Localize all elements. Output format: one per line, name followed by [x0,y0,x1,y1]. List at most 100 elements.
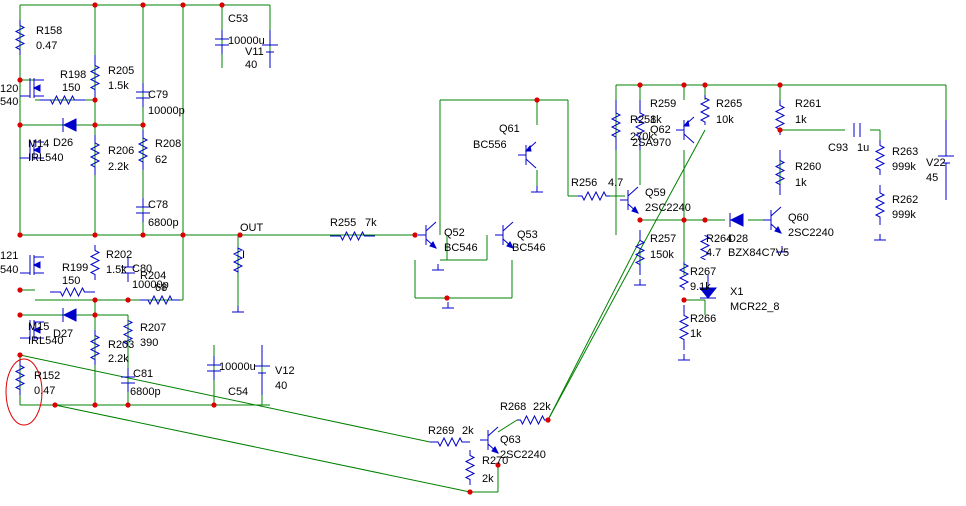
label-d28-value: BZX84C7V5 [728,247,789,259]
label-v22-value: 45 [926,172,938,184]
junction-20 [92,312,98,318]
label-r263-designator: R263 [892,146,918,158]
Q61-symbol [518,141,537,169]
label-r269-designator: R269 [428,425,454,437]
Q52-symbol [418,221,437,249]
label-c53-designator: C53 [228,13,248,25]
ground-symbol [634,279,646,286]
ground-symbol [874,234,886,241]
R265-symbol [699,95,711,125]
label-r258-value: 270k [630,131,654,143]
label-r263-value: 999k [892,161,916,173]
label-q60-designator: Q60 [788,212,809,224]
label-r199-value: 150 [62,275,80,287]
junction-38 [467,489,473,495]
I-symbol [232,247,244,273]
junction-39 [545,417,551,423]
label-d27-designator: D27 [53,328,73,340]
R203-symbol [89,330,101,365]
label-r257-designator: R257 [650,233,676,245]
label-r207-designator: R207 [140,322,166,334]
ground-symbol [442,302,454,309]
ground-symbol [678,354,690,361]
label-r203-designator: R203 [108,339,134,351]
label-r268-designator: R268 [500,401,526,413]
label-r204-value: 68 [155,282,167,294]
junction-35 [702,217,708,223]
R199-symbol [50,286,95,298]
R158-symbol [14,20,26,55]
R260-symbol [774,150,786,195]
label-r208-designator: R208 [155,138,181,150]
label-r257-value: 150k [650,249,674,261]
label-q62-designator: Q62 [650,124,671,136]
junction-33 [637,217,643,223]
label-r267-value: 9.1k [690,281,711,293]
partial-label-2: 540 [0,96,18,108]
label-r204-designator: R204 [140,270,166,282]
label-r262-designator: R262 [892,194,918,206]
junction-6 [17,122,23,128]
C80-symbol [121,258,135,282]
label-r262-value: 999k [892,209,916,221]
label-q59-value: 2SC2240 [645,202,691,214]
junction-19 [17,312,23,318]
D28-symbol [729,213,744,227]
wire-63 [547,129,706,421]
label-v11-value: 40 [245,59,257,71]
label-c53-value: 10000u [228,35,265,47]
wires-layer [19,4,947,493]
label-c80-value: 10000p [132,279,169,291]
R259-symbol [634,100,646,150]
label-r158-value: 0.47 [36,40,57,52]
label-c81-designator: C81 [133,368,153,380]
R257-symbol [634,230,646,275]
label-c54-designator: C54 [228,386,248,398]
R269-symbol [430,436,470,448]
junction-37 [495,462,501,468]
junction-3 [180,2,186,8]
junctions-layer [17,2,783,495]
C93-symbol [853,123,861,137]
label-r199-designator: R199 [62,262,88,274]
junction-9 [140,122,146,128]
label-q63-value: 2SC2240 [500,449,546,461]
label-r255-value: 7k [365,217,377,229]
label-q53-value: BC546 [512,242,546,254]
junction-32 [777,127,783,133]
label-v11-designator: V11 [245,46,264,58]
Q60-symbol [763,206,782,234]
Q53-symbol [495,221,514,249]
label-r206-value: 2.2k [108,161,129,173]
V12-symbol [254,345,270,395]
label-c81-value: 6800p [130,386,161,398]
label-c80-designator: C80 [132,263,152,275]
junction-31 [777,82,783,88]
R267-symbol [678,262,690,290]
C54-symbol [207,356,221,380]
label-c93-designator: C93 [828,142,848,154]
M120-symbol [20,78,44,98]
R198-symbol [40,94,85,106]
junction-11 [92,232,98,238]
R264-symbol [699,235,711,260]
X1-symbol [698,275,718,299]
junction-25 [211,402,217,408]
label-r264-value: 4.7 [706,247,721,259]
junction-15 [412,232,418,238]
label-r152-value: 0.47 [34,385,55,397]
label-r206-designator: R206 [108,145,134,157]
partial-label-4: 540 [0,264,18,276]
C81-symbol [121,368,135,392]
junction-24 [125,402,131,408]
label-q61-designator: Q61 [499,123,520,135]
label-r260-value: 1k [795,177,807,189]
junction-10 [140,232,146,238]
label-q52-designator: Q52 [444,227,465,239]
junction-18 [125,297,131,303]
partial-label-3: 121 [0,250,18,262]
junction-5 [17,77,23,83]
R270-symbol [464,450,476,485]
label-q52-value: BC546 [444,242,478,254]
